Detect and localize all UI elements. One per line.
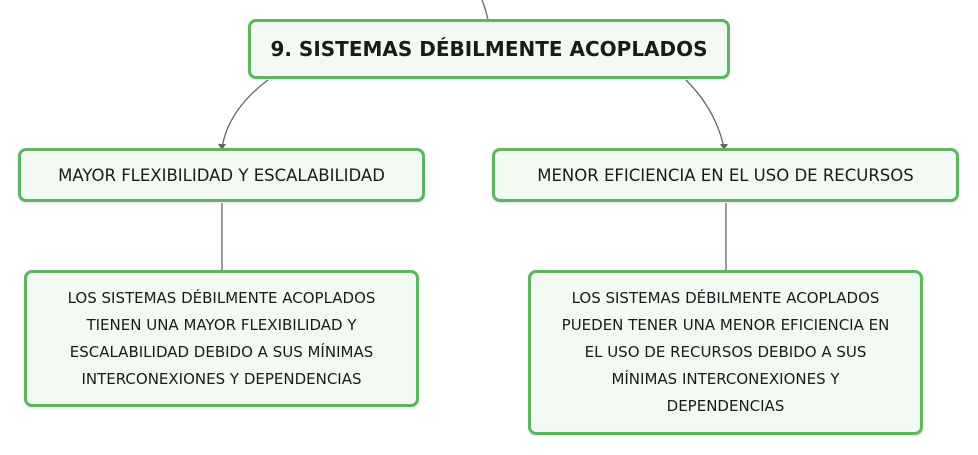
- arrowhead-left: [218, 144, 226, 150]
- left-detail-line: LOS SISTEMAS DÉBILMENTE ACOPLADOS: [67, 288, 376, 307]
- left-detail-line: ESCALABILIDAD DEBIDO A SUS MÍNIMAS: [69, 342, 374, 361]
- connector-title-to-right: [685, 79, 725, 149]
- connector-title-to-left: [221, 79, 269, 149]
- node-right-heading[interactable]: MENOR EFICIENCIA EN EL USO DE RECURSOS: [492, 148, 959, 202]
- arrowhead-right: [720, 144, 728, 150]
- node-right-detail[interactable]: LOS SISTEMAS DÉBILMENTE ACOPLADOS PUEDEN…: [528, 270, 923, 435]
- right-detail-line: LOS SISTEMAS DÉBILMENTE ACOPLADOS: [571, 289, 880, 307]
- node-left-heading-text: MAYOR FLEXIBILIDAD Y ESCALABILIDAD: [58, 165, 385, 185]
- node-right-heading-text: MENOR EFICIENCIA EN EL USO DE RECURSOS: [537, 165, 914, 185]
- node-title[interactable]: 9. SISTEMAS DÉBILMENTE ACOPLADOS: [248, 19, 730, 79]
- right-detail-line: DEPENDENCIAS: [666, 397, 785, 415]
- right-detail-line: PUEDEN TENER UNA MENOR EFICIENCIA EN: [561, 316, 890, 334]
- right-detail-line: MÍNIMAS INTERCONEXIONES Y: [611, 370, 840, 388]
- left-detail-line: TIENEN UNA MAYOR FLEXIBILIDAD Y: [86, 315, 357, 334]
- node-left-detail[interactable]: LOS SISTEMAS DÉBILMENTE ACOPLADOS TIENEN…: [24, 270, 419, 407]
- node-left-heading[interactable]: MAYOR FLEXIBILIDAD Y ESCALABILIDAD: [18, 148, 425, 202]
- connector-incoming: [481, 0, 489, 21]
- node-title-text: 9. SISTEMAS DÉBILMENTE ACOPLADOS: [270, 37, 708, 61]
- right-detail-line: EL USO DE RECURSOS DEBIDO A SUS: [584, 343, 867, 361]
- left-detail-line: INTERCONEXIONES Y DEPENDENCIAS: [81, 369, 362, 388]
